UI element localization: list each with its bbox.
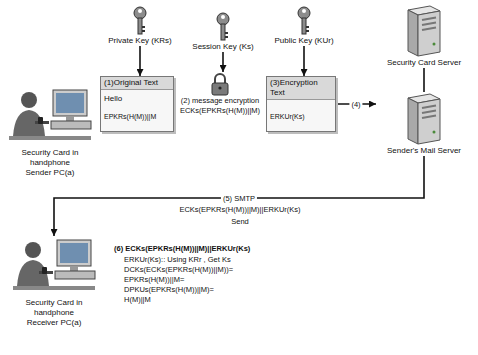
- node-text: Receiver PC(a): [27, 318, 82, 328]
- server-icon: [404, 4, 444, 58]
- lock-icon: [209, 72, 231, 96]
- document-box: (1)Original TextHelloEPKRs(H(M))||M: [100, 76, 174, 132]
- node-text: DPKUs(EPKRs(H(M))||M)=: [114, 285, 214, 295]
- key-icon: [133, 6, 147, 36]
- node-title: Session Key (Ks): [192, 42, 253, 52]
- document-box: (3)Encryption TextERKUr(Ks): [266, 76, 336, 132]
- key-icon: [216, 12, 230, 42]
- node-title: (2) message encryption: [181, 96, 259, 106]
- server-node: Sender's Mail Server: [376, 92, 472, 156]
- connector: [54, 156, 424, 236]
- connector: [303, 46, 305, 76]
- node-text: DCKs(ECKs(EPKRs(H(M))||M))=: [114, 265, 233, 275]
- receiver-pc: Security Card in handphoneReceiver PC(a): [6, 236, 102, 328]
- node-title: Security Card Server: [387, 58, 461, 68]
- connector: [222, 52, 224, 72]
- node-text: Hello: [101, 94, 173, 104]
- node-title: Sender's Mail Server: [387, 146, 461, 156]
- encryption-step: (2) message encryptionECKs(EPKRs(H(M))||…: [180, 72, 260, 116]
- node-title: Private Key (KRs): [108, 36, 172, 46]
- node-text: ERKUr(Ks): [267, 112, 335, 122]
- sender-pc: Security Card in handphoneSender PC(a): [4, 86, 96, 178]
- node-text: Sender PC(a): [26, 168, 75, 178]
- key-icon: [297, 6, 311, 36]
- connector: [139, 46, 141, 76]
- server-node: Security Card Server: [376, 4, 472, 68]
- user-computer-icon: [9, 236, 99, 298]
- node-text: ERKUr(Ks):: Using KRr , Get Ks: [114, 255, 231, 265]
- decryption-steps: (6) ECKs(EPKRs(H(M))||M)||ERKUr(Ks)ERKUr…: [114, 244, 324, 305]
- key-node: Session Key (Ks): [192, 12, 254, 52]
- node-title: Public Key (KUr): [274, 36, 333, 46]
- key-node: Private Key (KRs): [108, 6, 172, 46]
- edge-label: (5) SMTP: [221, 194, 257, 203]
- key-node: Public Key (KUr): [272, 6, 336, 46]
- node-title: (1)Original Text: [101, 77, 173, 90]
- node-text: H(M)||M: [114, 295, 151, 305]
- node-title: Security Card in handphone: [4, 148, 96, 168]
- node-text: ECKs(EPKRs(H(M))||M): [180, 106, 260, 116]
- node-title: (6) ECKs(EPKRs(H(M))||M)||ERKUr(Ks): [114, 244, 250, 254]
- note-label: Send: [229, 217, 251, 226]
- node-title: Security Card in handphone: [6, 298, 102, 318]
- note-label: ECKs(EPKRs(H(M))||M)||ERKUr(Ks): [177, 205, 302, 214]
- server-icon: [404, 92, 444, 146]
- node-title: (3)Encryption Text: [267, 77, 335, 100]
- connector: [423, 68, 425, 92]
- node-text: EPKRs(H(M))||M: [101, 112, 173, 122]
- user-computer-icon: [5, 86, 95, 148]
- edge-label: (4): [349, 100, 362, 109]
- node-text: EPKRs(H(M))||M=: [114, 275, 184, 285]
